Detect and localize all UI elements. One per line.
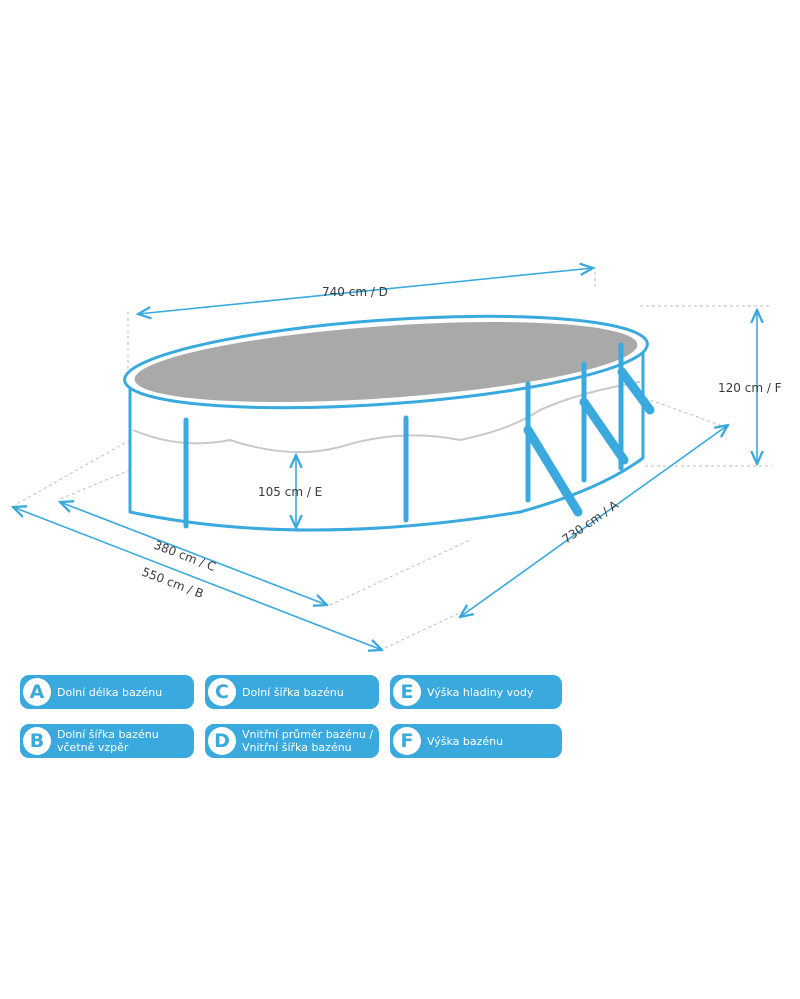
label-d: 740 cm / D (322, 285, 388, 299)
legend-text-b: Dolní šířka bazénu včetně vzpěr (57, 728, 159, 754)
arrow-b (13, 507, 382, 650)
legend-text-d: Vnitřní průměr bazénu / Vnitřní šířka ba… (242, 728, 374, 754)
arrow-a (460, 425, 728, 617)
legend-text-e: Výška hladiny vody (427, 685, 534, 699)
legend-item-a: A Dolní délka bazénu (20, 675, 194, 709)
arrow-d (138, 268, 593, 314)
legend-text-c: Dolní šířka bazénu (242, 685, 344, 699)
water-line (132, 381, 641, 454)
pool-floor (134, 322, 638, 402)
label-c: 380 cm / C (152, 538, 218, 574)
pool-illustration (123, 314, 655, 532)
legend-item-f: F Výška bazénu (390, 724, 562, 758)
legend-text-a: Dolní délka bazénu (57, 685, 163, 699)
legend-letter-d: D (208, 727, 236, 755)
legend-letter-c: C (208, 678, 236, 706)
legend-text-f: Výška bazénu (427, 734, 504, 748)
legend-letter-e: E (393, 678, 421, 706)
legend-item-b: B Dolní šířka bazénu včetně vzpěr (20, 724, 194, 758)
legend-letter-a: A (23, 678, 51, 706)
legend-item-e: E Výška hladiny vody (390, 675, 562, 709)
label-b: 550 cm / B (140, 565, 206, 601)
legend-letter-b: B (23, 727, 51, 755)
label-e: 105 cm / E (258, 485, 322, 499)
label-f: 120 cm / F (718, 381, 782, 395)
legend-item-d: D Vnitřní průměr bazénu / Vnitřní šířka … (205, 724, 379, 758)
dimension-arrows (13, 268, 757, 650)
legend-letter-f: F (393, 727, 421, 755)
pool-diagram: 740 cm / D 120 cm / F 105 cm / E 730 cm … (0, 0, 782, 660)
legend-item-c: C Dolní šířka bazénu (205, 675, 379, 709)
